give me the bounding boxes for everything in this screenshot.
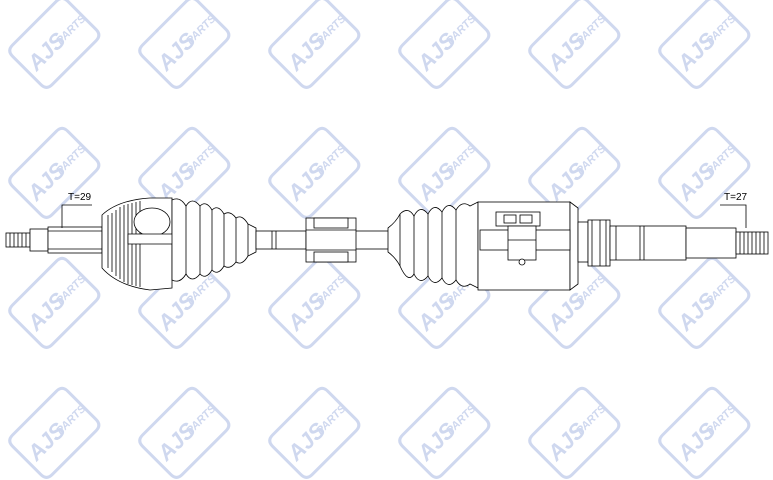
svg-text:PARTS: PARTS: [314, 403, 349, 438]
outer-boot-bellows: [171, 198, 257, 282]
svg-text:PARTS: PARTS: [444, 13, 479, 48]
left-threaded-stub: [5, 226, 103, 254]
svg-text:PARTS: PARTS: [184, 403, 219, 438]
right-thread-label: T=27: [724, 192, 748, 203]
damper-weight: [305, 217, 357, 263]
svg-text:PARTS: PARTS: [54, 143, 89, 178]
svg-text:PARTS: PARTS: [314, 13, 349, 48]
svg-text:PARTS: PARTS: [54, 13, 89, 48]
svg-text:PARTS: PARTS: [704, 403, 739, 438]
svg-text:PARTS: PARTS: [574, 403, 609, 438]
svg-text:PARTS: PARTS: [574, 143, 609, 178]
left-thread-label: T=29: [68, 192, 92, 203]
inner-tripod-joint: [477, 201, 579, 291]
svg-text:PARTS: PARTS: [444, 403, 479, 438]
svg-text:PARTS: PARTS: [704, 273, 739, 308]
svg-text:PARTS: PARTS: [704, 13, 739, 48]
right-thread-leader: [720, 204, 747, 228]
svg-text:PARTS: PARTS: [54, 403, 89, 438]
svg-text:PARTS: PARTS: [444, 143, 479, 178]
svg-text:PARTS: PARTS: [184, 143, 219, 178]
svg-text:PARTS: PARTS: [704, 143, 739, 178]
svg-text:PARTS: PARTS: [574, 273, 609, 308]
outer-cv-joint: [101, 197, 183, 291]
svg-text:PARTS: PARTS: [184, 13, 219, 48]
svg-text:PARTS: PARTS: [54, 273, 89, 308]
drive-shaft: [5, 197, 769, 291]
svg-text:PARTS: PARTS: [314, 273, 349, 308]
right-threaded-stub: [577, 219, 769, 267]
svg-text:PARTS: PARTS: [574, 13, 609, 48]
left-thread-leader: [61, 204, 92, 228]
svg-text:PARTS: PARTS: [314, 143, 349, 178]
inner-boot-bellows: [387, 201, 479, 289]
